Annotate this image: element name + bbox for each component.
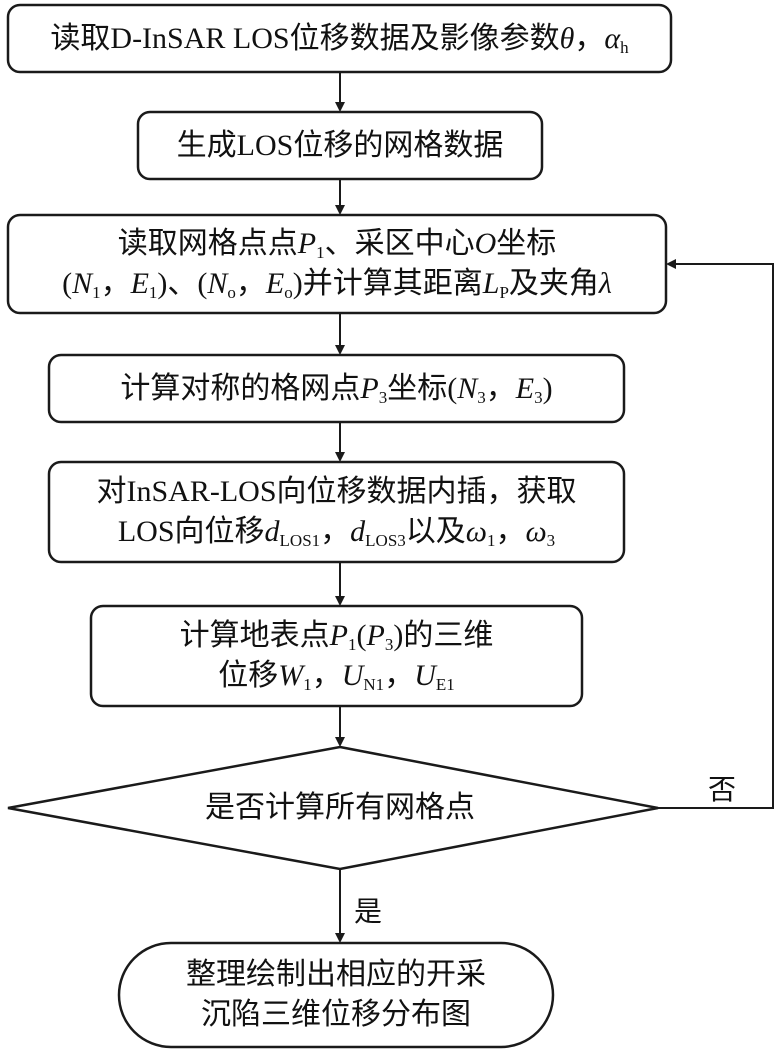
- text-segment: 位移: [218, 659, 279, 692]
- subscript: 3: [546, 531, 556, 550]
- math-variable: d: [350, 515, 366, 548]
- math-variable: O: [474, 227, 497, 260]
- math-variable: L: [482, 267, 500, 300]
- box-compute-3d: [89, 604, 584, 708]
- text-segment: ，: [235, 267, 266, 300]
- math-variable: θ: [559, 21, 575, 55]
- text-segment: )的三维: [393, 619, 494, 652]
- text-segment: 计算对称的格网点: [120, 371, 361, 405]
- subscript: h: [620, 37, 629, 57]
- math-variable: N: [207, 267, 228, 300]
- no-label: 否: [708, 775, 737, 806]
- terminal-line-2: 沉陷三维位移分布图: [201, 998, 471, 1031]
- subscript: LOS1: [279, 531, 321, 550]
- step-read-data-line-1: 读取D-InSAR LOS位移数据及影像参数θ，αh: [50, 19, 628, 59]
- step-compute-3d-line-1: 计算地表点P1(P3)的三维: [180, 616, 494, 656]
- text-segment: ，: [320, 515, 351, 548]
- math-variable: d: [264, 515, 280, 548]
- step-compute-3d-text: 计算地表点P1(P3)的三维位移W1，UN1，UE1: [91, 606, 582, 706]
- text-segment: 读取D-InSAR LOS位移数据及影像参数: [50, 21, 560, 55]
- subscript: 1: [148, 283, 158, 302]
- math-variable: P: [360, 371, 379, 405]
- text-segment: 对InSAR-LOS向位移数据内插，获取: [96, 475, 577, 508]
- text-segment: 、采区中心: [324, 227, 475, 260]
- math-variable: E: [515, 371, 535, 405]
- yes-label: 是: [354, 897, 383, 928]
- text-segment: 生成LOS位移的网格数据: [176, 128, 504, 162]
- math-variable: W: [278, 659, 304, 692]
- step-interpolate-line-2: LOS向位移dLOS1，dLOS3以及ω1，ω3: [118, 512, 555, 552]
- step-read-grid-point-line-2: (N1，E1)、(No，Eo)并计算其距离LP及夹角λ: [62, 264, 612, 304]
- subscript: LOS3: [365, 531, 406, 550]
- step-read-data-text: 读取D-InSAR LOS位移数据及影像参数θ，αh: [8, 5, 671, 72]
- math-variable: P: [366, 619, 385, 652]
- math-variable: α: [604, 21, 621, 55]
- step-read-grid-point-line-1: 读取网格点点P1、采区中心O坐标: [118, 224, 557, 264]
- decision-label: 是否计算所有网格点: [205, 791, 475, 824]
- subscript: P: [499, 283, 509, 302]
- text-segment: 坐标: [496, 227, 557, 260]
- math-variable: ω: [465, 515, 487, 548]
- decision-text: 是否计算所有网格点: [120, 788, 560, 828]
- subscript: 1: [303, 675, 312, 694]
- text-segment: 读取网格点点: [117, 227, 298, 260]
- terminal-line-1: 整理绘制出相应的开采: [186, 958, 486, 991]
- subscript: 1: [486, 531, 496, 550]
- subscript: N1: [363, 675, 385, 694]
- math-variable: E: [130, 267, 149, 300]
- subscript: 3: [477, 387, 486, 407]
- step-symmetric-point-line-1: 计算对称的格网点P3坐标(N3，E3): [120, 369, 552, 409]
- math-variable: U: [341, 659, 364, 692]
- text-segment: 以及: [405, 515, 466, 548]
- subscript: E1: [435, 675, 455, 694]
- step-interpolate-line-1: 对InSAR-LOS向位移数据内插，获取: [96, 472, 576, 512]
- subscript: 1: [316, 243, 325, 262]
- step-generate-grid-line-1: 生成LOS位移的网格数据: [177, 126, 504, 166]
- math-variable: N: [72, 267, 93, 300]
- text-segment: ，: [495, 515, 526, 548]
- step-compute-3d-line-2: 位移W1，UN1，UE1: [218, 656, 455, 696]
- text-segment: ，: [574, 21, 605, 55]
- text-segment: ，: [384, 659, 415, 692]
- text-segment: 坐标(: [387, 371, 458, 405]
- subscript: 3: [378, 387, 388, 407]
- text-segment: (: [62, 267, 73, 300]
- math-variable: λ: [598, 267, 612, 300]
- subscript: 3: [534, 387, 543, 407]
- text-segment: ，: [485, 371, 516, 405]
- box-interpolate: [47, 460, 626, 564]
- subscript: 1: [92, 283, 101, 302]
- text-segment: 及夹角: [508, 267, 599, 300]
- math-variable: ω: [525, 515, 547, 548]
- math-variable: N: [457, 371, 478, 405]
- subscript: o: [227, 283, 236, 302]
- step-symmetric-point-text: 计算对称的格网点P3坐标(N3，E3): [49, 355, 624, 422]
- text-segment: ，: [100, 267, 131, 300]
- text-segment: 计算地表点: [179, 619, 330, 652]
- terminal-box: [117, 941, 555, 1049]
- subscript: 1: [348, 635, 357, 654]
- math-variable: P: [297, 227, 317, 260]
- math-variable: P: [329, 619, 348, 652]
- math-variable: U: [414, 659, 436, 692]
- subscript: 3: [384, 635, 394, 654]
- math-variable: E: [265, 267, 285, 300]
- arrow-no-loop: [658, 259, 774, 809]
- text-segment: LOS向位移: [117, 515, 265, 548]
- text-segment: ): [542, 371, 553, 405]
- text-segment: (: [356, 619, 367, 652]
- text-segment: )、(: [157, 267, 208, 300]
- text-segment: )并计算其距离: [292, 267, 483, 300]
- terminal-text: 整理绘制出相应的开采 沉陷三维位移分布图: [119, 943, 553, 1047]
- step-generate-grid-text: 生成LOS位移的网格数据: [138, 112, 542, 179]
- box-symmetric-point: [47, 353, 626, 424]
- step-read-grid-point-text: 读取网格点点P1、采区中心O坐标(N1，E1)、(No，Eo)并计算其距离LP及…: [8, 215, 666, 313]
- subscript: o: [284, 283, 293, 302]
- text-segment: ，: [311, 659, 342, 692]
